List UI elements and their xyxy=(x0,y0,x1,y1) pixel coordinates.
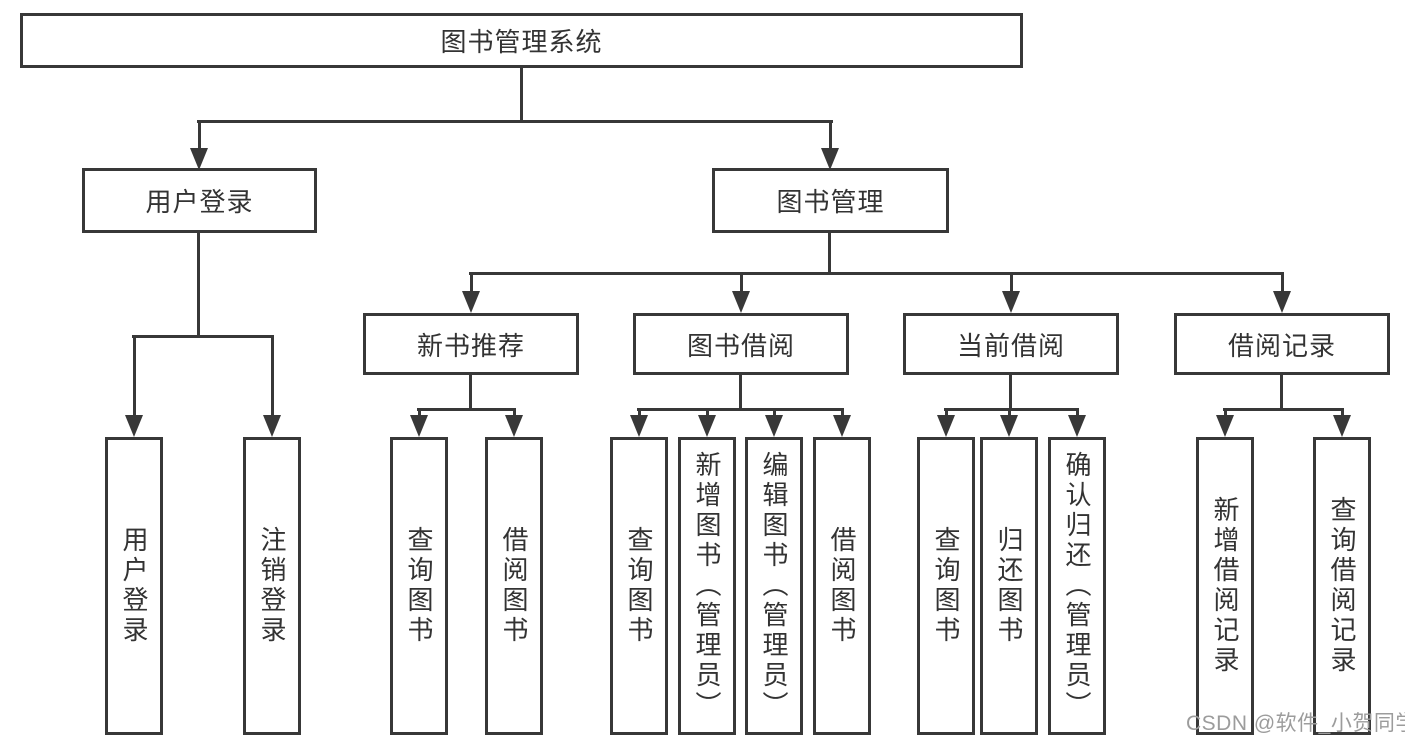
connector-line xyxy=(417,408,516,411)
leaf-user-login: 用户登录 xyxy=(105,437,163,735)
node-label: 用户登录 xyxy=(119,526,149,646)
node-label: 图书借阅 xyxy=(686,330,795,361)
node-label: 图书管理 xyxy=(776,187,885,217)
node-label: 新增借阅记录 xyxy=(1210,496,1240,676)
watermark-csdn: CSDN @软件_小贺同学 xyxy=(1186,712,1405,735)
node-label: 查询图书 xyxy=(624,526,654,646)
node-current-borrowing: 当前借阅 xyxy=(903,313,1119,375)
node-label: 归还图书 xyxy=(994,526,1024,646)
connector-arrow-down xyxy=(1216,408,1234,437)
node-label: 查询图书 xyxy=(404,526,434,646)
node-user-login: 用户登录 xyxy=(82,168,317,233)
leaf-borrow-books-borrow: 借阅图书 xyxy=(813,437,871,735)
node-label: 编辑图书（管理员） xyxy=(759,451,789,721)
connector-arrow-down xyxy=(263,335,281,437)
connector-line xyxy=(637,408,844,411)
leaf-query-borrow-record: 查询借阅记录 xyxy=(1313,437,1371,735)
node-label: 新书推荐 xyxy=(416,330,525,361)
leaf-borrow-books-recommend: 借阅图书 xyxy=(485,437,543,735)
connector-line xyxy=(828,233,831,272)
leaf-query-books-borrow: 查询图书 xyxy=(610,437,668,735)
connector-line xyxy=(1280,375,1283,408)
connector-arrow-down xyxy=(765,408,783,437)
node-book-borrowing: 图书借阅 xyxy=(633,313,849,375)
leaf-query-books-current: 查询图书 xyxy=(917,437,975,735)
connector-arrow-down xyxy=(410,408,428,437)
connector-arrow-down xyxy=(833,408,851,437)
node-label: 查询借阅记录 xyxy=(1327,496,1357,676)
node-label: 新增图书（管理员） xyxy=(692,451,722,721)
connector-arrow-down xyxy=(190,120,208,170)
connector-line xyxy=(520,68,523,123)
node-label: 借阅图书 xyxy=(827,526,857,646)
connector-line xyxy=(1009,375,1012,408)
connector-line xyxy=(197,120,833,123)
node-new-book-recommendation: 新书推荐 xyxy=(363,313,579,375)
node-label: 当前借阅 xyxy=(956,330,1065,361)
connector-arrow-down xyxy=(821,120,839,170)
connector-arrow-down xyxy=(1068,408,1086,437)
connector-line xyxy=(739,375,742,408)
leaf-return-books: 归还图书 xyxy=(980,437,1038,735)
connector-arrow-down xyxy=(937,408,955,437)
connector-arrow-down xyxy=(1002,272,1020,313)
connector-arrow-down xyxy=(698,408,716,437)
connector-arrow-down xyxy=(630,408,648,437)
connector-line xyxy=(1223,408,1344,411)
node-label: 借阅图书 xyxy=(499,526,529,646)
connector-arrow-down xyxy=(1333,408,1351,437)
connector-line xyxy=(132,335,274,338)
node-label: 查询图书 xyxy=(931,526,961,646)
connector-arrow-down xyxy=(732,272,750,313)
leaf-query-books-recommend: 查询图书 xyxy=(390,437,448,735)
leaf-add-books-admin: 新增图书（管理员） xyxy=(678,437,736,735)
connector-arrow-down xyxy=(1000,408,1018,437)
connector-arrow-down xyxy=(505,408,523,437)
connector-line xyxy=(469,375,472,408)
node-label: 借阅记录 xyxy=(1227,330,1336,361)
connector-arrow-down xyxy=(462,272,480,313)
connector-arrow-down xyxy=(1273,272,1291,313)
node-borrowing-records: 借阅记录 xyxy=(1174,313,1390,375)
node-label: 注销登录 xyxy=(257,526,287,646)
connector-line xyxy=(197,233,200,335)
connector-arrow-down xyxy=(125,335,143,437)
node-label: 确认归还（管理员） xyxy=(1062,451,1092,721)
node-label: 用户登录 xyxy=(145,187,254,217)
leaf-edit-books-admin: 编辑图书（管理员） xyxy=(745,437,803,735)
node-library-management-system: 图书管理系统 xyxy=(20,13,1023,68)
leaf-add-borrow-record: 新增借阅记录 xyxy=(1196,437,1254,735)
connector-line xyxy=(469,272,1284,275)
node-label: 图书管理系统 xyxy=(440,27,603,57)
leaf-confirm-return-admin: 确认归还（管理员） xyxy=(1048,437,1106,735)
leaf-logout: 注销登录 xyxy=(243,437,301,735)
connector-line xyxy=(944,408,1079,411)
node-book-management: 图书管理 xyxy=(712,168,949,233)
